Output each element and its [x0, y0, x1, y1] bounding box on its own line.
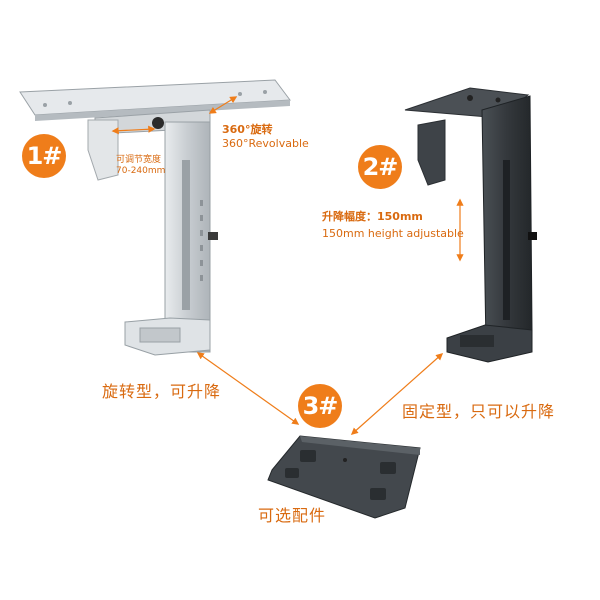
- width-adjust-label: 可调节宽度: [116, 155, 162, 165]
- badge-3: 3#: [298, 384, 342, 428]
- revolve-cn-label: 360°旋转: [222, 123, 273, 136]
- bracket-2-dark: [404, 87, 537, 363]
- revolve-en-label: 360°Revolvable: [222, 137, 309, 150]
- accessory-plate-3: [267, 435, 421, 519]
- width-adjust-range: 70-240mm: [116, 166, 166, 176]
- lift-range-en-label: 150mm height adjustable: [322, 227, 464, 240]
- type1-description: 旋转型，可升降: [102, 382, 222, 401]
- badge-2: 2#: [358, 145, 402, 189]
- accessory-label: 可选配件: [258, 506, 327, 525]
- double-headed-arrow-icon: [111, 96, 464, 435]
- type2-description: 固定型，只可以升降: [402, 402, 556, 421]
- badge-1: 1#: [22, 134, 66, 178]
- bracket-1-silver: [19, 79, 291, 356]
- lift-range-cn-label: 升降幅度：150mm: [322, 210, 423, 223]
